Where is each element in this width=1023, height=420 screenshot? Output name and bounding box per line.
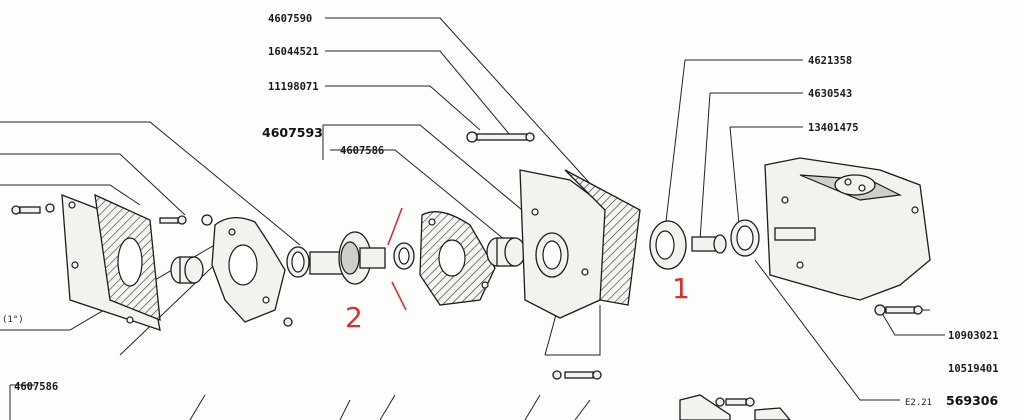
flange-gasket xyxy=(564,169,641,306)
label-fig-number: 569306 xyxy=(946,393,998,408)
left-bolt xyxy=(11,203,55,215)
leader-lines xyxy=(0,17,945,420)
label-4621358: 4621358 xyxy=(808,55,852,67)
label-16044521: 16044521 xyxy=(268,46,319,58)
label-10519401: 10519401 xyxy=(948,363,999,375)
seal-ring xyxy=(730,219,760,257)
mid-bushing xyxy=(486,237,526,267)
left-gasket xyxy=(94,193,161,322)
mid-gasket xyxy=(419,211,496,306)
label-4607593: 4607593 xyxy=(262,125,323,140)
pump-housing-left xyxy=(211,217,293,327)
label-fig-code: E2.21 xyxy=(905,398,932,408)
gear-shaft xyxy=(309,231,415,285)
label-10903021: 10903021 xyxy=(948,330,999,342)
lower-right-parts xyxy=(679,394,791,420)
drive-pin xyxy=(691,234,727,254)
coupling xyxy=(649,220,687,270)
marker-2: 2 xyxy=(345,301,363,334)
label-4630543: 4630543 xyxy=(808,88,852,100)
label-13401475: 13401475 xyxy=(808,122,859,134)
flange-plate xyxy=(519,169,611,319)
hydraulic-pump xyxy=(764,157,931,301)
label-4607586-top: 4607586 xyxy=(340,145,384,157)
label-4607586-left: 4607586 xyxy=(14,381,58,393)
small-bolt-left xyxy=(159,214,213,226)
label-11198071: 11198071 xyxy=(268,81,319,93)
marker-1: 1 xyxy=(672,272,690,305)
bushing-left xyxy=(170,256,204,284)
o-ring-left xyxy=(286,246,310,278)
label-4607590: 4607590 xyxy=(268,13,312,25)
right-bolt xyxy=(874,304,923,316)
top-bolt xyxy=(466,131,535,143)
bottom-bolt-mid xyxy=(552,370,602,380)
label-note-1c: (1°) xyxy=(2,315,24,325)
red-arrows xyxy=(387,207,407,311)
